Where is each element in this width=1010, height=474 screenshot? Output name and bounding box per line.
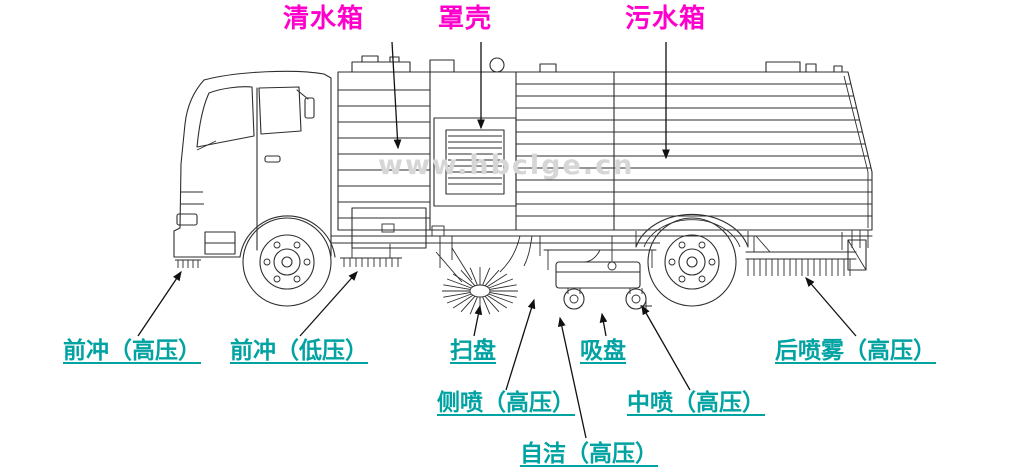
front-flush-nozzle-high — [175, 259, 201, 268]
cover-housing — [433, 117, 517, 207]
label-sweep-disc[interactable]: 扫盘 — [450, 338, 496, 364]
arrow-mid-spray-high — [641, 304, 691, 391]
label-rear-spray-high[interactable]: 后喷雾（高压） — [775, 338, 936, 364]
label-self-clean-high[interactable]: 自洁（高压） — [520, 441, 658, 467]
label-mid-spray-high[interactable]: 中喷（高压） — [627, 390, 765, 416]
underbody-equipment — [175, 232, 867, 315]
front-flush-bar-low — [340, 244, 402, 267]
arrow-sweep-disc — [473, 304, 483, 337]
label-cover: 罩壳 — [438, 4, 493, 34]
label-clean-water-tank: 清水箱 — [283, 4, 365, 34]
label-suction-disc[interactable]: 吸盘 — [580, 338, 626, 364]
tank-body — [337, 55, 873, 248]
rear-wheel — [635, 213, 749, 307]
callout-arrows — [137, 41, 857, 439]
label-sewage-tank: 污水箱 — [625, 4, 707, 34]
label-side-spray-high[interactable]: 侧喷（高压） — [437, 390, 575, 416]
label-front-flush-low[interactable]: 前冲（低压） — [230, 338, 368, 364]
label-front-flush-high[interactable]: 前冲（高压） — [63, 338, 201, 364]
arrow-side-spray-high — [505, 298, 536, 391]
suction-unit — [543, 249, 657, 310]
arrow-front-flush-high — [137, 270, 182, 337]
arrow-front-flush-low — [299, 271, 358, 337]
arrow-clean-water-tank — [391, 41, 402, 150]
watermark: www.hbclge.cn — [378, 150, 635, 181]
chassis — [330, 207, 873, 249]
clean-water-tank-section — [338, 89, 430, 219]
arrow-rear-spray-high — [805, 277, 857, 337]
truck-cab — [173, 70, 336, 258]
rear-spray-bar — [745, 232, 867, 276]
sewage-tank-section — [516, 83, 872, 217]
front-wheel — [242, 217, 332, 307]
mid-spray-nozzle — [640, 300, 652, 312]
arrow-suction-disc — [599, 312, 608, 337]
arrow-self-clean-high — [557, 316, 587, 439]
sweep-brush — [442, 267, 518, 315]
